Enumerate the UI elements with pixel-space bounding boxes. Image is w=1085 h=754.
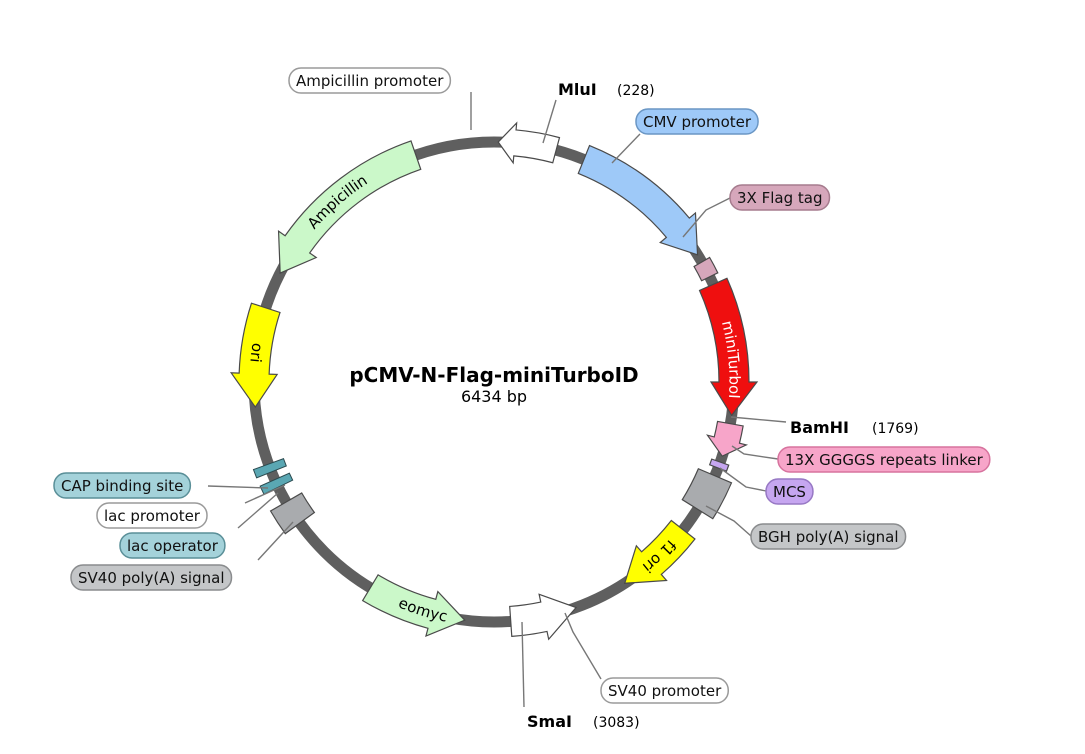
label-lac-promoter-text: lac promoter [104, 507, 201, 525]
plasmid-size: 6434 bp [461, 387, 527, 406]
neomycin-label: Neomycin [0, 0, 449, 626]
leader-lac-promoter [244, 484, 286, 504]
leader-smai [521, 621, 525, 708]
label-lac-operator-box [119, 532, 226, 559]
cmv-promoter-arrow [577, 144, 699, 256]
miniturboid-arrow [698, 277, 759, 417]
site-bamhi-position: (1769) [872, 421, 919, 437]
label-mcs-text: MCS [773, 483, 806, 501]
bgh-polya-box [681, 467, 733, 520]
label-sv40-polya-box [70, 564, 233, 591]
label-sv40-promoter: SV40 promoter [600, 677, 729, 704]
leader-cap-site [207, 485, 269, 489]
label-linker: 13X GGGGS repeats linker [777, 446, 991, 473]
label-cap-site: CAP binding site [53, 472, 192, 499]
leader-flag-tag [682, 197, 731, 238]
label-cap-site-text: CAP binding site [61, 477, 183, 495]
label-lac-promoter-box [96, 502, 208, 529]
leader-bgh-polya [705, 505, 752, 537]
label-linker-text: 13X GGGGS repeats linker [785, 451, 984, 469]
label-cmv-promoter-box [635, 108, 759, 135]
leader-linker [731, 445, 779, 460]
label-mcs: MCS [765, 478, 814, 505]
leader-lines [207, 92, 787, 708]
site-mlui-position: (228) [617, 83, 655, 99]
leader-sv40-promoter [564, 612, 602, 680]
site-smai-position: (3083) [593, 715, 640, 731]
plasmid-name: pCMV-N-Flag-miniTurboID [349, 363, 638, 387]
f1-ori-arrow [623, 519, 696, 584]
neomycin-label-text: Neomycin [0, 0, 449, 626]
label-bgh-polya: BGH poly(A) signal [750, 523, 907, 550]
lac-operator-band [259, 472, 294, 495]
ori-label: ori [246, 342, 266, 363]
label-sv40-polya-text: SV40 poly(A) signal [78, 569, 224, 587]
neomycin-arrow [361, 574, 466, 638]
leader-bamhi [730, 416, 787, 423]
label-flag-tag-box [729, 184, 831, 211]
site-bamhi-name: BamHI [790, 418, 849, 437]
feature-arrows [229, 121, 759, 641]
label-lac-operator-text: lac operator [127, 537, 219, 555]
site-smai-name: SmaI [527, 712, 572, 731]
ampicillin-arrow [277, 140, 422, 274]
label-flag-tag-text: 3X Flag tag [737, 189, 822, 207]
label-flag-tag: 3X Flag tag [729, 184, 831, 211]
ori-label-text: ori [246, 342, 266, 363]
ampicillin-promoter-arrow [497, 121, 561, 165]
leader-mcs [719, 467, 767, 492]
cap-site-band [252, 457, 287, 479]
leader-sv40-polya [257, 521, 294, 561]
label-sv40-polya: SV40 poly(A) signal [70, 564, 233, 591]
linker-arrow [706, 420, 749, 457]
label-linker-box [777, 446, 991, 473]
label-sv40-promoter-box [600, 677, 729, 704]
label-sv40-promoter-text: SV40 promoter [608, 682, 722, 700]
label-ampicillin-promoter: Ampicillin promoter [288, 67, 452, 94]
leader-lac-operator [237, 492, 279, 529]
label-bgh-polya-text: BGH poly(A) signal [758, 528, 899, 546]
sv40-polya-box [269, 492, 316, 535]
label-mcs-box [765, 478, 814, 505]
ori-arrow [229, 302, 281, 409]
leader-mlui [542, 99, 557, 144]
sv40-promoter-arrow [509, 593, 578, 641]
label-cmv-promoter-text: CMV promoter [643, 113, 752, 131]
flag-tag-box [693, 256, 719, 282]
mcs-box [708, 458, 730, 473]
label-lac-operator: lac operator [119, 532, 226, 559]
leader-cmv-promoter [611, 133, 641, 164]
site-mlui-name: MluI [558, 80, 597, 99]
label-cap-site-box [53, 472, 192, 499]
feature-labels: miniTurboIDf1 oriNeomycinoriAmpicillinAm… [0, 0, 991, 704]
label-lac-promoter: lac promoter [96, 502, 208, 529]
label-ampicillin-promoter-text: Ampicillin promoter [296, 72, 444, 90]
label-ampicillin-promoter-box [288, 67, 452, 94]
label-bgh-polya-box [750, 523, 907, 550]
label-cmv-promoter: CMV promoter [635, 108, 759, 135]
